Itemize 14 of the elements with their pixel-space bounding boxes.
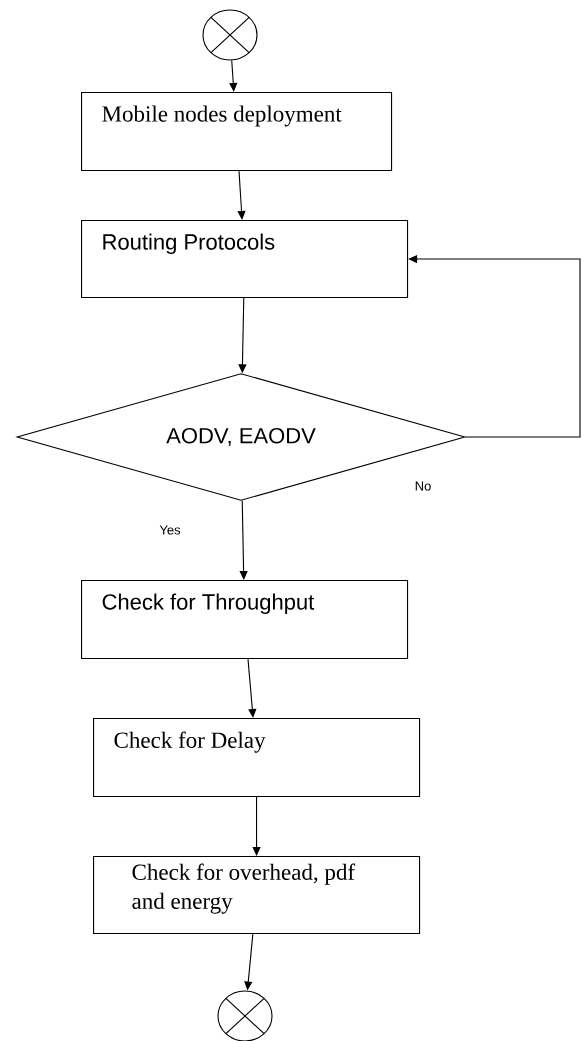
- terminal-circle: [202, 9, 258, 61]
- process-box: Routing Protocols: [81, 220, 409, 299]
- terminal-circle: [217, 990, 273, 1041]
- edge-label: Yes: [158, 524, 182, 536]
- process-box: Mobile nodes deployment: [81, 92, 393, 172]
- edge-label: No: [413, 480, 433, 492]
- process-box: Check for Delay: [93, 718, 421, 798]
- arrow: [252, 796, 261, 856]
- arrow: [239, 500, 248, 580]
- process-box: Check for overhead, pdf and energy: [93, 856, 421, 935]
- process-box: Check for Throughput: [81, 580, 409, 660]
- arrow: [229, 59, 238, 92]
- arrow: [237, 170, 246, 220]
- arrow: [247, 658, 257, 718]
